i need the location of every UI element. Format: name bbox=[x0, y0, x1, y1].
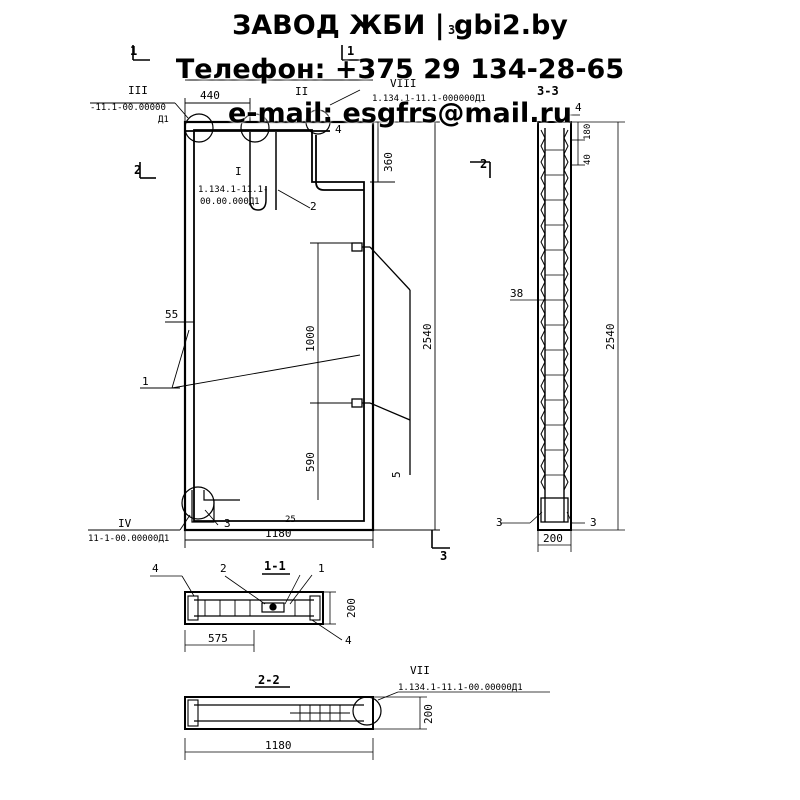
node-VII-circle bbox=[352, 696, 382, 726]
pos-5-main: 5 bbox=[390, 471, 403, 478]
dim-2540: 2540 bbox=[421, 324, 434, 351]
section-2-2 bbox=[184, 686, 550, 760]
dim-2540-side: 2540 bbox=[604, 324, 617, 351]
dim-40: 40 bbox=[583, 154, 593, 165]
node-III-circle bbox=[184, 113, 214, 143]
node-III-ref: -11.1-00.00000 bbox=[90, 103, 166, 113]
dim-200-s11: 200 bbox=[345, 598, 358, 618]
pos-4-main: 4 bbox=[335, 123, 342, 136]
dim-360: 360 bbox=[382, 152, 395, 172]
main-elevation bbox=[181, 109, 411, 532]
section-markers bbox=[132, 45, 491, 549]
pos-3-side-right: 3 bbox=[590, 516, 597, 529]
dim-55: 55 bbox=[165, 308, 178, 321]
node-III-ref2: Д1 bbox=[158, 115, 169, 125]
pos-4-side: 4 bbox=[575, 101, 582, 114]
pos-4-s11-right: 4 bbox=[345, 634, 352, 647]
pos-2-main: 2 bbox=[310, 200, 317, 213]
node-II-label: II bbox=[295, 85, 308, 98]
node-I-ref2: 00.00.000Д1 bbox=[200, 197, 260, 207]
node-I-circle bbox=[240, 113, 270, 143]
dim-1180: 1180 bbox=[265, 527, 292, 540]
node-I-ref: 1.134.1-11.1- bbox=[198, 185, 268, 195]
header-email[interactable]: e-mail: esgfrs@mail.ru bbox=[227, 98, 573, 129]
dim-440: 440 bbox=[200, 89, 220, 102]
marker-3-top: 3 bbox=[448, 23, 455, 37]
dim-1180-s22: 1180 bbox=[265, 739, 292, 752]
marker-2-left: 2 bbox=[134, 163, 141, 177]
dim-575: 575 bbox=[208, 632, 228, 645]
header-phone: Телефон: +375 29 134-28-65 bbox=[175, 54, 625, 85]
node-VII-ref: 1.134.1-11.1-00.00000Д1 bbox=[398, 683, 523, 693]
main-dimensions bbox=[88, 79, 440, 548]
node-III-label: III bbox=[128, 84, 148, 97]
node-I-label: I bbox=[235, 165, 242, 178]
dim-590: 590 bbox=[304, 452, 317, 472]
header-title: ЗАВОД ЖБИ | gbi2.by bbox=[232, 10, 568, 41]
pos-1-s11: 1 bbox=[318, 562, 325, 575]
node-II-circle bbox=[305, 109, 331, 135]
pos-3-main: 3 bbox=[224, 517, 231, 530]
dim-180: 180 bbox=[583, 124, 593, 140]
node-IV-ref: 11-1-00.00000Д1 bbox=[88, 534, 169, 544]
pos-4-s11-left: 4 bbox=[152, 562, 159, 575]
dim-200-s22: 200 bbox=[422, 704, 435, 724]
marker-3-bottom: 3 bbox=[440, 549, 447, 563]
node-IV-label: IV bbox=[118, 517, 132, 530]
section-2-2-title: 2-2 bbox=[258, 673, 280, 687]
section-1-1-title: 1-1 bbox=[264, 559, 286, 573]
node-VII-label: VII bbox=[410, 664, 430, 677]
dim-1000: 1000 bbox=[304, 326, 317, 353]
pos-2-s11: 2 bbox=[220, 562, 227, 575]
node-VIII-label: VIII bbox=[390, 77, 417, 90]
dim-200-side: 200 bbox=[543, 532, 563, 545]
marker-1-left: 1 bbox=[130, 44, 137, 58]
marker-2-right: 2 bbox=[480, 157, 487, 171]
dim-38: 38 bbox=[510, 287, 523, 300]
side-view bbox=[500, 114, 625, 552]
section-1-1 bbox=[150, 573, 343, 652]
pos-3-side-left: 3 bbox=[496, 516, 503, 529]
node-VIII-ref: 1.134.1-11.1-000000Д1 bbox=[372, 94, 486, 104]
pos-1-main: 1 bbox=[142, 375, 149, 388]
dim-25: 25 bbox=[285, 515, 296, 525]
section-3-3-title: 3-3 bbox=[537, 84, 559, 98]
marker-1-right: 1 bbox=[347, 44, 354, 58]
